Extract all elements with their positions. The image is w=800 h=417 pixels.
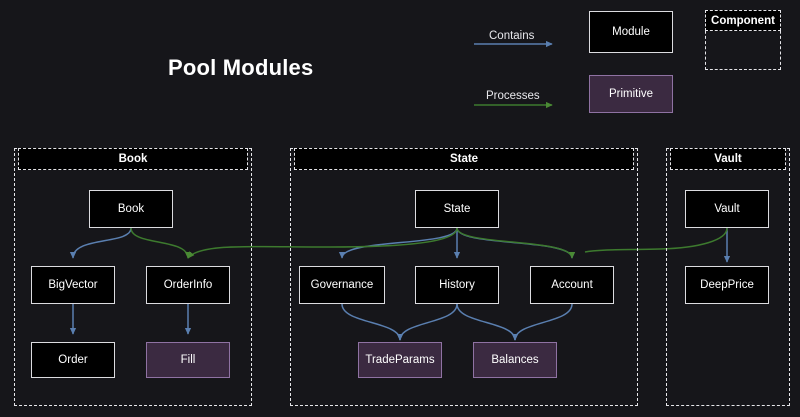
edge-history-tradeparams (396, 303, 458, 341)
legend-module-box: Module (589, 11, 673, 53)
edge-account-balances (511, 303, 573, 341)
node-history[interactable]: History (415, 266, 499, 304)
node-balances[interactable]: Balances (473, 342, 557, 378)
edge-book-orderinfo (130, 227, 192, 259)
group-state-label: State (294, 148, 634, 170)
legend-component-label: Component (705, 10, 781, 31)
node-deepprice[interactable]: DeepPrice (685, 266, 769, 304)
node-book[interactable]: Book (89, 190, 173, 228)
page-title: Pool Modules (168, 55, 314, 80)
edge-vault-account (584, 227, 728, 253)
node-orderinfo[interactable]: OrderInfo (146, 266, 230, 304)
legend-processes-label: Processes (486, 90, 540, 102)
node-order[interactable]: Order (31, 342, 115, 378)
node-fill[interactable]: Fill (146, 342, 230, 378)
group-vault-label: Vault (670, 148, 786, 170)
node-vault[interactable]: Vault (685, 190, 769, 228)
node-bigvector[interactable]: BigVector (31, 266, 115, 304)
edge-book-bigvector (69, 227, 132, 259)
group-book-label: Book (18, 148, 248, 170)
edge-state-account-processes (456, 227, 576, 259)
node-governance[interactable]: Governance (299, 266, 385, 304)
node-tradeparams[interactable]: TradeParams (358, 342, 442, 378)
legend-primitive-box: Primitive (589, 75, 673, 113)
legend-contains-label: Contains (489, 30, 535, 42)
edge-state-governance (338, 227, 458, 259)
edge-state-orderinfo (187, 227, 458, 259)
node-account[interactable]: Account (530, 266, 614, 304)
node-state[interactable]: State (415, 190, 499, 228)
